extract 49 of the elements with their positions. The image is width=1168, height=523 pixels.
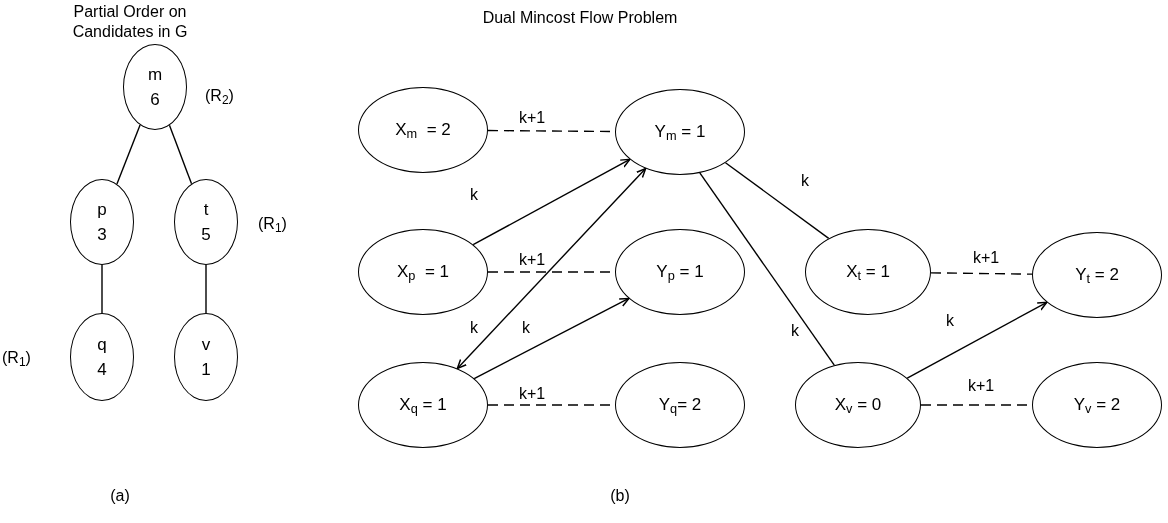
dashed-connector [930,272,1033,275]
node-text: X$_{v}$ = 0 [834,394,882,418]
node-text: t [203,198,209,221]
connector-line [116,124,141,185]
edge-label: k [521,320,531,336]
node-text: 3 [97,224,107,246]
node-text: 1 [201,359,211,381]
edge-label: k+1 [518,386,547,402]
edge-label: k [800,173,810,189]
node-text: Y$_{p}$ = 1 [656,261,704,285]
edge-label: k+1 [518,252,547,268]
edge-label: k+1 [967,378,996,394]
arrow [456,167,647,370]
connector-line [101,264,103,314]
node-text: Y$_{v}$ = 2 [1073,394,1121,418]
node-text: 5 [201,224,211,246]
edge-label: k [790,323,800,339]
edge-label: k [945,313,955,329]
node-text: Y$_{q}$= 2 [658,394,702,418]
edge-label: k+1 [518,110,547,126]
arrow [473,297,630,380]
node-text: Y$_{t}$ = 2 [1075,264,1119,288]
connector-line [724,162,830,240]
panel-title: Partial Order on Candidates in G [71,2,189,42]
node-text: q [97,333,107,356]
arrow [906,301,1048,379]
node-text: Y$_{m}$ = 1 [654,121,706,145]
node-text: 6 [150,89,160,111]
connector-line [205,264,207,314]
node-text: X$_{q}$ = 1 [399,394,447,418]
rule-label: (R$_{1}$) [2,348,31,370]
rule-label: (R$_{1}$) [258,214,287,236]
connector-line [168,124,193,185]
panel-label: (b) [609,486,631,506]
connector-line [699,172,835,366]
node-text: m [147,63,163,86]
node-text: X$_{m}$ = 2 [395,119,451,143]
edge-label: k [469,187,479,203]
node-text: 4 [97,359,107,381]
arrow [472,158,631,246]
node-text: p [97,198,107,221]
rule-label: (R$_{2}$) [205,86,234,108]
edge-label: k [469,320,479,336]
node-text: X$_{p}$ = 1 [397,261,449,285]
node-text: X$_{t}$ = 1 [846,261,890,285]
panel-title: Dual Mincost Flow Problem [481,8,679,28]
node-text: v [201,333,211,356]
panel-label: (a) [109,486,131,506]
edge-label: k+1 [972,250,1001,266]
